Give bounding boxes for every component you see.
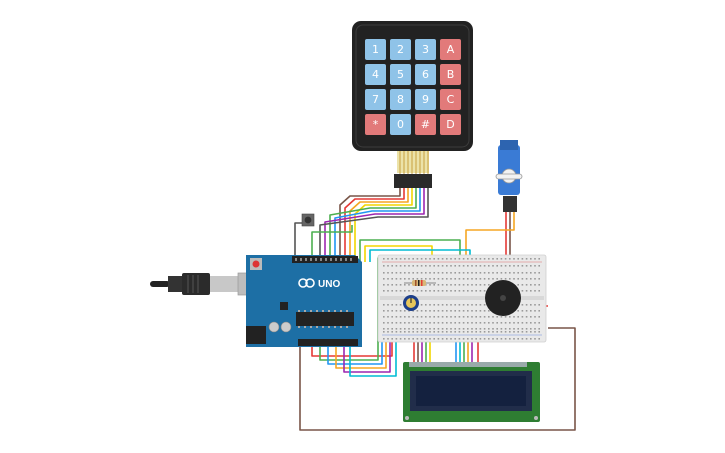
wire-green: [329, 188, 417, 262]
wire-orange: [349, 188, 409, 262]
wire-yellow: [354, 188, 413, 262]
keypad-key-label: 6: [422, 68, 429, 81]
wire-bottom-cyan: [349, 340, 397, 377]
keypad-key[interactable]: [440, 114, 461, 135]
keypad-4x4: 1 2 3 A 4 5 6 B 7 8 9 C * 0 # D: [352, 21, 473, 188]
keypad-key-label: 9: [422, 93, 429, 106]
wire-servo-orange: [465, 212, 515, 262]
keypad-key-label: #: [421, 118, 430, 131]
keypad-key[interactable]: [365, 114, 386, 135]
breadboard: [377, 254, 547, 343]
lcd-16x2: [403, 362, 540, 422]
keypad-key-label: 8: [397, 93, 404, 106]
keypad-key-label: B: [447, 68, 455, 81]
keypad-key[interactable]: [390, 64, 411, 85]
keypad-key-label: 3: [422, 43, 429, 56]
wire-bottom-orange: [335, 335, 387, 369]
keypad-key-label: *: [373, 118, 379, 131]
servo-motor: [495, 140, 523, 212]
keypad-key[interactable]: [390, 89, 411, 110]
keypad-key[interactable]: [440, 89, 461, 110]
keypad-connector: [394, 174, 432, 188]
wire-bottom-blue: [327, 335, 383, 365]
keypad-ribbon: [394, 151, 432, 188]
keypad-key-label: 5: [397, 68, 404, 81]
keypad-key[interactable]: [415, 39, 436, 60]
keypad-key-label: D: [446, 118, 454, 131]
resistor: [404, 280, 436, 286]
wire-bottom-purple: [343, 335, 391, 373]
wire-gray: [319, 188, 429, 262]
arduino-model: UNO: [318, 279, 340, 290]
keypad-key[interactable]: [415, 114, 436, 135]
wire-green-2: [311, 225, 353, 262]
arduino-uno: UNO: [246, 255, 362, 347]
piezo-buzzer: [485, 280, 521, 316]
keypad-key[interactable]: [390, 39, 411, 60]
keypad-key[interactable]: [365, 39, 386, 60]
keypad-key-label: 1: [372, 43, 379, 56]
potentiometer: [403, 295, 419, 311]
keypad-key[interactable]: [365, 64, 386, 85]
keypad-key[interactable]: [415, 64, 436, 85]
wire-brown-loop: [299, 327, 576, 431]
keypad-key-label: 7: [372, 93, 379, 106]
keypad-key-label: 2: [397, 43, 404, 56]
keypad-key[interactable]: [365, 89, 386, 110]
pushbutton: [301, 213, 315, 227]
keypad-key-label: A: [447, 43, 455, 56]
keypad-key[interactable]: [440, 64, 461, 85]
keypad-key[interactable]: [440, 39, 461, 60]
wire-top-yellow: [364, 245, 433, 262]
keypad-key[interactable]: [390, 114, 411, 135]
keypad-key[interactable]: [415, 89, 436, 110]
wire-top-green: [359, 239, 461, 262]
wire-red: [344, 188, 405, 262]
keypad-key-label: 0: [397, 118, 404, 131]
keypad-key-label: 4: [372, 68, 379, 81]
keypad-key-label: C: [447, 93, 455, 106]
wire-brown: [339, 188, 401, 262]
wire-purple: [324, 188, 425, 262]
